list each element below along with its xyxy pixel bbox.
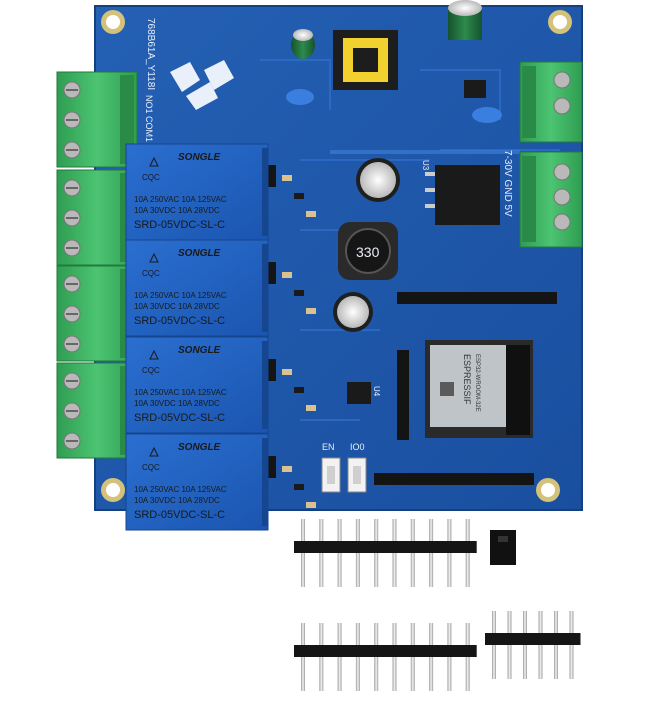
electrolytic-capacitor (291, 29, 315, 59)
smd-diode (268, 165, 276, 187)
mounting-hole (548, 10, 572, 34)
smd-part (282, 272, 292, 278)
voltage-regulator-chip (425, 165, 500, 225)
inductor-marking: 330 (356, 244, 380, 260)
manufacturer-logo (170, 60, 234, 110)
relay-4: SONGLE CQC 10A 250VAC 10A 125VAC 10A 30VDC … (125, 433, 269, 531)
ceramic-capacitor (472, 107, 502, 123)
relay-rating-ac: 10A 250VAC 10A 125VAC (134, 388, 227, 397)
male-pin-header (294, 623, 477, 691)
smd-part (306, 405, 316, 411)
relay-1: SONGLE CQC 10A 250VAC 10A 125VAC 10A 30VDC … (125, 143, 269, 241)
button-label-io0: IO0 (350, 442, 365, 452)
mounting-hole (101, 10, 125, 34)
power-terminal-label: 7-30V GND 5V (502, 150, 513, 217)
power-screw-terminal[interactable] (519, 61, 583, 143)
chip-reference: U3 (421, 160, 430, 171)
smd-diode (268, 359, 276, 381)
board-pin-header (397, 292, 557, 304)
electrolytic-capacitor (356, 158, 400, 202)
smd-part (294, 484, 304, 490)
jumper-cap (490, 530, 516, 565)
relay-terminal-label: NO1 COM1 (144, 95, 154, 142)
smd-part (306, 308, 316, 314)
board-model-code: 768B61A_Y118I (145, 18, 156, 90)
relay-rating-dc: 10A 30VDC 10A 28VDC (134, 206, 220, 215)
chip-reference: U4 (372, 386, 381, 397)
power-screw-terminal[interactable] (519, 151, 583, 248)
smd-part (306, 502, 316, 508)
board-pin-header (374, 473, 534, 485)
board-pin-header (397, 350, 409, 440)
smd-part (294, 193, 304, 199)
smd-part (294, 290, 304, 296)
transformer (333, 30, 398, 90)
mounting-hole (101, 478, 125, 502)
relay-3: SONGLE CQC 10A 250VAC 10A 125VAC 10A 30VDC … (125, 336, 269, 434)
relay-brand: SONGLE (178, 345, 221, 356)
warning-icon (149, 156, 159, 167)
accessories (294, 519, 581, 691)
relay-screw-terminal[interactable] (56, 71, 138, 168)
mounting-hole (536, 478, 560, 502)
module-brand: ESPRESSIF (462, 354, 472, 405)
relay-cert: CQC (142, 173, 160, 182)
warning-icon (149, 446, 159, 457)
io0-button[interactable] (347, 457, 367, 493)
relay-screw-terminal[interactable] (56, 362, 138, 459)
relay-rating-dc: 10A 30VDC 10A 28VDC (134, 496, 220, 505)
module-name: ESP32-WROOM-32E (474, 354, 480, 412)
smd-components (268, 165, 316, 508)
power-inductor: 330 (338, 222, 398, 280)
relay-2: SONGLE CQC 10A 250VAC 10A 125VAC 10A 30VDC … (125, 239, 269, 337)
relay-cert: CQC (142, 463, 160, 472)
relay-brand: SONGLE (178, 248, 221, 259)
smd-part (282, 369, 292, 375)
electrolytic-capacitor (333, 292, 373, 332)
relay-rating-dc: 10A 30VDC 10A 28VDC (134, 399, 220, 408)
en-button[interactable] (321, 457, 341, 493)
transistor (464, 80, 486, 98)
relay-rating-dc: 10A 30VDC 10A 28VDC (134, 302, 220, 311)
relay-model: SRD-05VDC-SL-C (134, 509, 225, 521)
relay-model: SRD-05VDC-SL-C (134, 315, 225, 327)
warning-icon (149, 349, 159, 360)
ceramic-capacitor (286, 89, 314, 105)
button-label-en: EN (322, 442, 335, 452)
electrolytic-capacitor (448, 0, 482, 40)
relay-cert: CQC (142, 366, 160, 375)
relay-screw-terminal[interactable] (56, 265, 138, 362)
smd-part (282, 466, 292, 472)
smd-diode (268, 262, 276, 284)
relay-brand: SONGLE (178, 152, 221, 163)
smd-diode (268, 456, 276, 478)
relay-rating-ac: 10A 250VAC 10A 125VAC (134, 291, 227, 300)
relay-model: SRD-05VDC-SL-C (134, 219, 225, 231)
relay-brand: SONGLE (178, 442, 221, 453)
male-pin-header (294, 519, 477, 587)
male-pin-header (485, 611, 581, 679)
smd-part (294, 387, 304, 393)
esp32-module: ESPRESSIF ESP32-WROOM-32E (425, 340, 533, 438)
relay-cert: CQC (142, 269, 160, 278)
smd-part (282, 175, 292, 181)
smd-part (306, 211, 316, 217)
relay-rating-ac: 10A 250VAC 10A 125VAC (134, 485, 227, 494)
relay-rating-ac: 10A 250VAC 10A 125VAC (134, 195, 227, 204)
relay-model: SRD-05VDC-SL-C (134, 412, 225, 424)
transistor (347, 382, 371, 404)
relay-screw-terminal[interactable] (56, 169, 138, 266)
warning-icon (149, 252, 159, 263)
